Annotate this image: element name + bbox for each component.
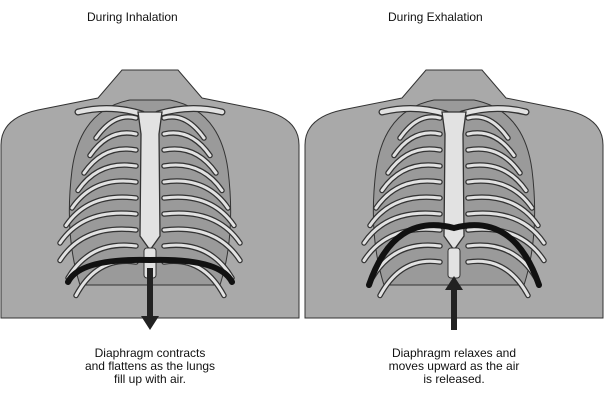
inhalation-sternum xyxy=(138,112,162,250)
exhalation-title: During Exhalation xyxy=(388,10,483,24)
exhalation-panel xyxy=(305,70,603,330)
exhalation-spine xyxy=(448,248,460,278)
exhalation-caption-line-3: is released. xyxy=(364,373,544,386)
inhalation-title: During Inhalation xyxy=(87,10,178,24)
inhalation-caption: Diaphragm contracts and flattens as the … xyxy=(60,347,240,386)
inhalation-panel xyxy=(1,70,299,330)
inhalation-caption-line-3: fill up with air. xyxy=(60,373,240,386)
exhalation-caption: Diaphragm relaxes and moves upward as th… xyxy=(364,347,544,386)
